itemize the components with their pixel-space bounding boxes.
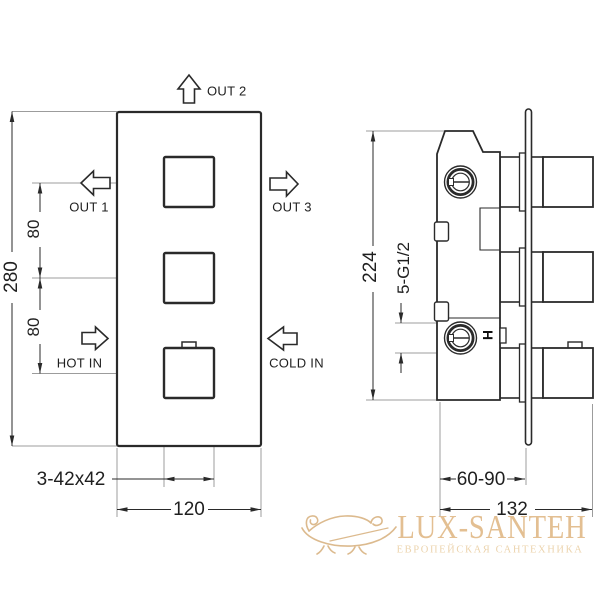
watermark-tagline: ЕВРОПЕЙСКАЯ САНТЕХНИКА [396, 544, 584, 556]
dim-depth-60-90: 60-90 [456, 468, 506, 490]
stem-flange-middle [518, 247, 527, 307]
side-dimension-arrows [370, 131, 592, 512]
valve-stems [499, 152, 544, 403]
out3-arrow-icon [269, 170, 300, 198]
handle-middle [162, 251, 216, 305]
dim-spacing-80-lower: 80 [24, 317, 43, 336]
watermark-bathtub-icon [301, 515, 397, 555]
out2-label: OUT 2 [207, 83, 247, 99]
flow-arrows [79, 73, 300, 352]
out2-arrow-icon [176, 73, 202, 104]
side-knobs [542, 156, 594, 399]
side-knob-middle [542, 251, 594, 303]
hot-in-label: HOT IN [56, 355, 103, 371]
side-knob-top [542, 156, 594, 208]
body-lug-upper [433, 221, 450, 242]
out1-arrow-icon [79, 169, 111, 197]
hot-in-arrow-icon [81, 325, 110, 352]
dim-total-132: 132 [496, 499, 528, 520]
escutcheon-plate [524, 108, 533, 446]
handle-top [162, 155, 216, 209]
watermark-brand: LUX-SANTEH [397, 509, 587, 546]
front-view [9, 73, 300, 517]
dim-thread-5-g12: 5-G1/2 [394, 242, 413, 294]
stem-flange-top [518, 152, 527, 212]
body-bump-right [499, 327, 507, 344]
side-knob-bottom [542, 347, 594, 399]
body-lug-lower [433, 301, 450, 322]
dim-width-120: 120 [173, 499, 205, 520]
dim-spacing-80-upper: 80 [24, 219, 43, 239]
cold-in-arrow-icon [266, 325, 298, 352]
out3-label: OUT 3 [272, 199, 312, 214]
side-view [366, 108, 594, 517]
dim-height-224: 224 [360, 251, 381, 283]
valve-body-details [441, 207, 500, 319]
dim-height-280: 280 [1, 261, 22, 293]
hot-side-marker: H [480, 329, 496, 341]
side-extension-lines [366, 130, 593, 517]
handle-bottom [162, 346, 216, 400]
port-upper [443, 165, 478, 199]
cold-in-label: COLD IN [269, 355, 324, 371]
stem-flange-bottom [518, 343, 527, 403]
port-lower [443, 321, 478, 355]
front-dimension-arrows [9, 111, 261, 512]
out1-label: OUT 1 [69, 199, 109, 214]
dim-handles-42x42: 3-42x42 [36, 469, 106, 490]
